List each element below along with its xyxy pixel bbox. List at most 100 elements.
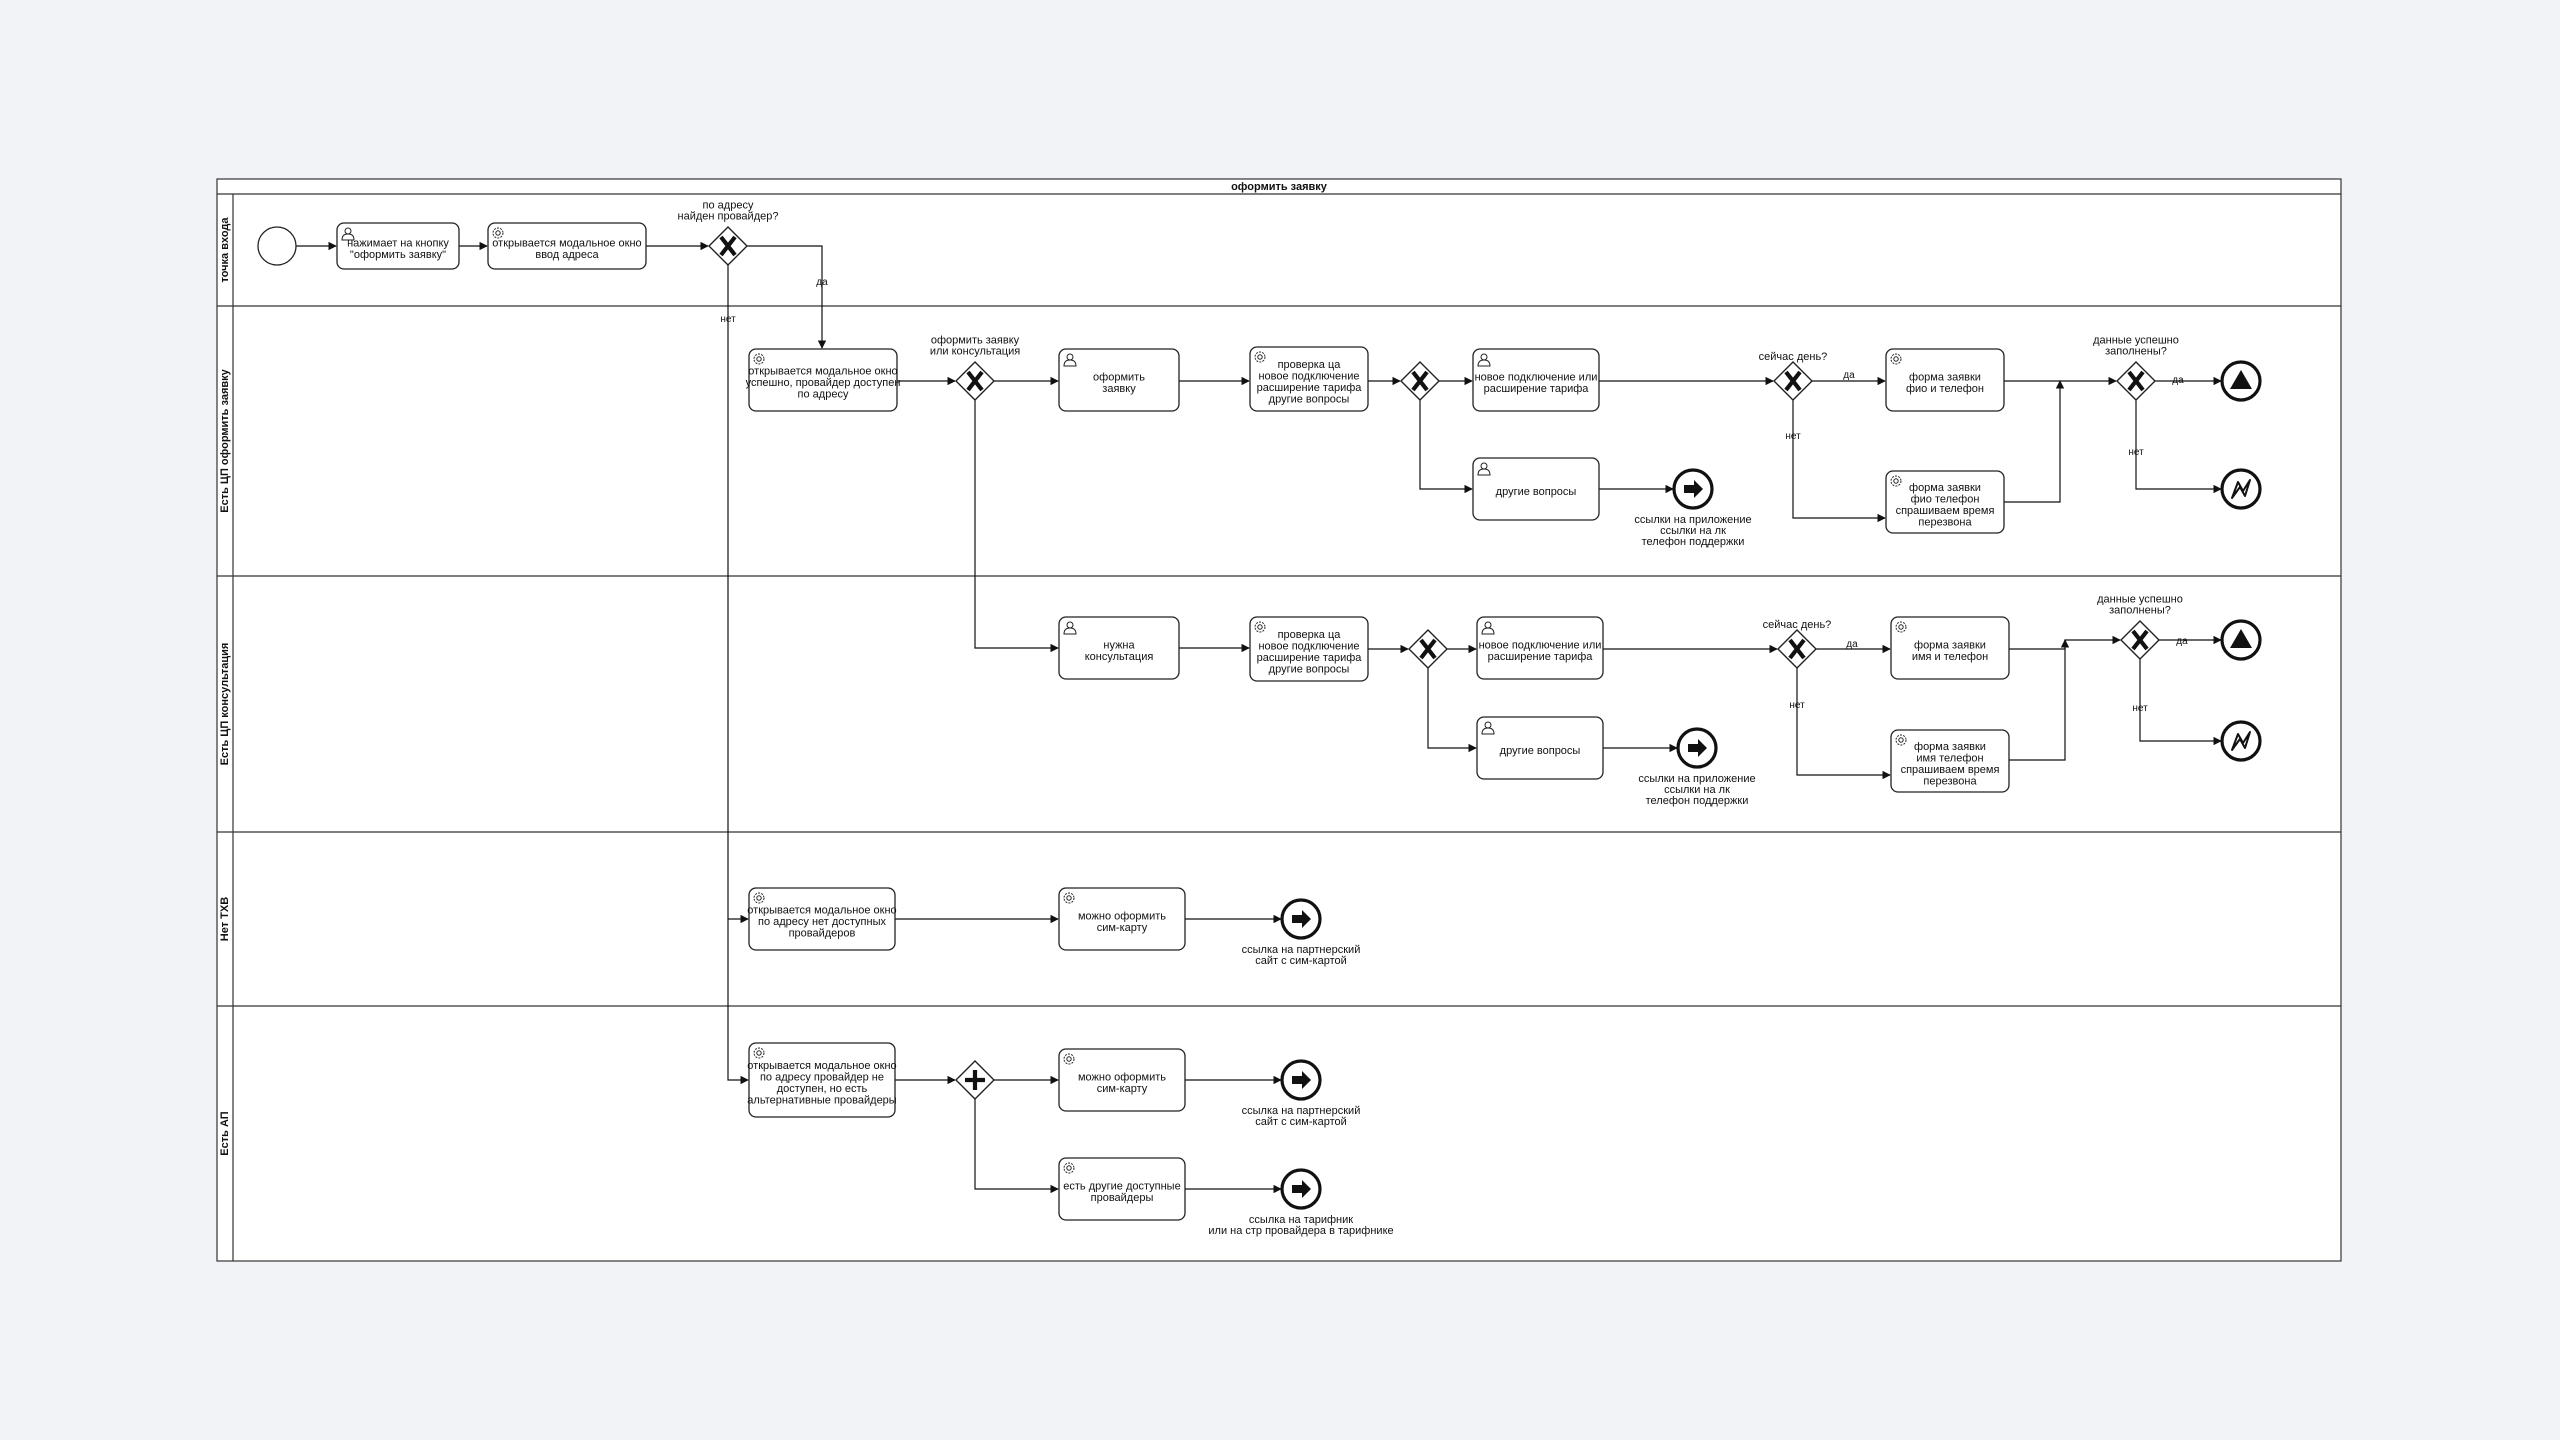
flow-g7-t15[interactable]: нет: [1789, 668, 1891, 780]
gateway-g3[interactable]: [1400, 361, 1440, 401]
pool-border: [216, 178, 2342, 1262]
flow-g8-e5[interactable]: да: [2159, 635, 2222, 647]
flow-g3-t7[interactable]: [1419, 400, 1473, 494]
event-e2[interactable]: [2220, 360, 2262, 402]
gateway-label-g4: сейчас день?: [1759, 351, 1828, 363]
user-task-icon: [1481, 721, 1495, 735]
exclusive-gateway-x-icon: [2127, 370, 2145, 392]
triangle-signal-icon: [2230, 629, 2252, 648]
task-label-t7: другие вопросы: [1496, 486, 1577, 498]
flow-g5-e2[interactable]: да: [2155, 375, 2222, 386]
gateway-g9[interactable]: [955, 1060, 995, 1100]
flow-g1-t18[interactable]: [727, 919, 749, 1085]
task-t1[interactable]: нажимает на кнопку"оформить заявку": [336, 222, 460, 270]
exclusive-gateway-x-icon: [719, 235, 737, 257]
event-e6[interactable]: [2220, 720, 2262, 762]
task-label-t13: другие вопросы: [1500, 745, 1581, 757]
flow-label-yes: да: [1843, 370, 1855, 381]
service-task-icon: [1254, 621, 1266, 633]
lane-title-l4: Нет ТХВ: [219, 897, 231, 941]
arrow-right-icon: [1292, 1180, 1311, 1198]
flow-g9-t20[interactable]: [974, 1099, 1059, 1194]
arrow-right-icon: [1684, 480, 1703, 498]
gateway-g6[interactable]: [1408, 629, 1448, 669]
service-task-icon: [1890, 475, 1902, 487]
service-task-icon: [1063, 1162, 1075, 1174]
lightning-error-icon: [2231, 479, 2251, 499]
exclusive-gateway-x-icon: [2131, 629, 2149, 651]
flow-g4-t9[interactable]: нет: [1785, 400, 1886, 523]
service-task-icon: [753, 1047, 765, 1059]
exclusive-gateway-x-icon: [1788, 638, 1806, 660]
task-t13[interactable]: другие вопросы: [1476, 716, 1604, 780]
event-e3[interactable]: [2220, 468, 2262, 510]
task-label-t1: нажимает на кнопку"оформить заявку": [347, 237, 449, 261]
arrow-right-icon: [1292, 910, 1311, 928]
flow-g1-t3[interactable]: да: [747, 245, 828, 349]
flow-label-no: нет: [2128, 447, 2144, 458]
flow-g6-t13[interactable]: [1427, 668, 1477, 753]
service-task-icon: [753, 892, 765, 904]
flow-g8-e6[interactable]: нет: [2132, 659, 2222, 746]
event-e5[interactable]: [2220, 619, 2262, 661]
user-task-icon: [1477, 353, 1491, 367]
flow-t9-merge[interactable]: [2004, 380, 2065, 503]
flow-t15-merge[interactable]: [2009, 639, 2070, 761]
gateway-g7[interactable]: сейчас день?: [1763, 619, 1832, 669]
gateway-label-g7: сейчас день?: [1763, 619, 1832, 631]
gateway-g4[interactable]: сейчас день?: [1759, 351, 1828, 401]
lane-title-l5: Есть АП: [219, 1111, 231, 1155]
flow-label-no: нет: [1789, 700, 1805, 711]
flow-label-yes: да: [1846, 639, 1858, 650]
arrow-right-icon: [1292, 1071, 1311, 1089]
user-task-icon: [1063, 353, 1077, 367]
task-t7[interactable]: другие вопросы: [1472, 457, 1600, 521]
event-start[interactable]: [257, 226, 297, 266]
flow-label-no: нет: [720, 314, 736, 325]
flow-g2-t10[interactable]: [974, 400, 1059, 653]
flow-g7-t14[interactable]: да: [1816, 639, 1891, 654]
lane-title-l3: Есть ЦП консультация: [219, 643, 231, 766]
flow-g5-e3[interactable]: нет: [2128, 400, 2222, 494]
flow-g4-t8[interactable]: да: [1812, 370, 1886, 386]
